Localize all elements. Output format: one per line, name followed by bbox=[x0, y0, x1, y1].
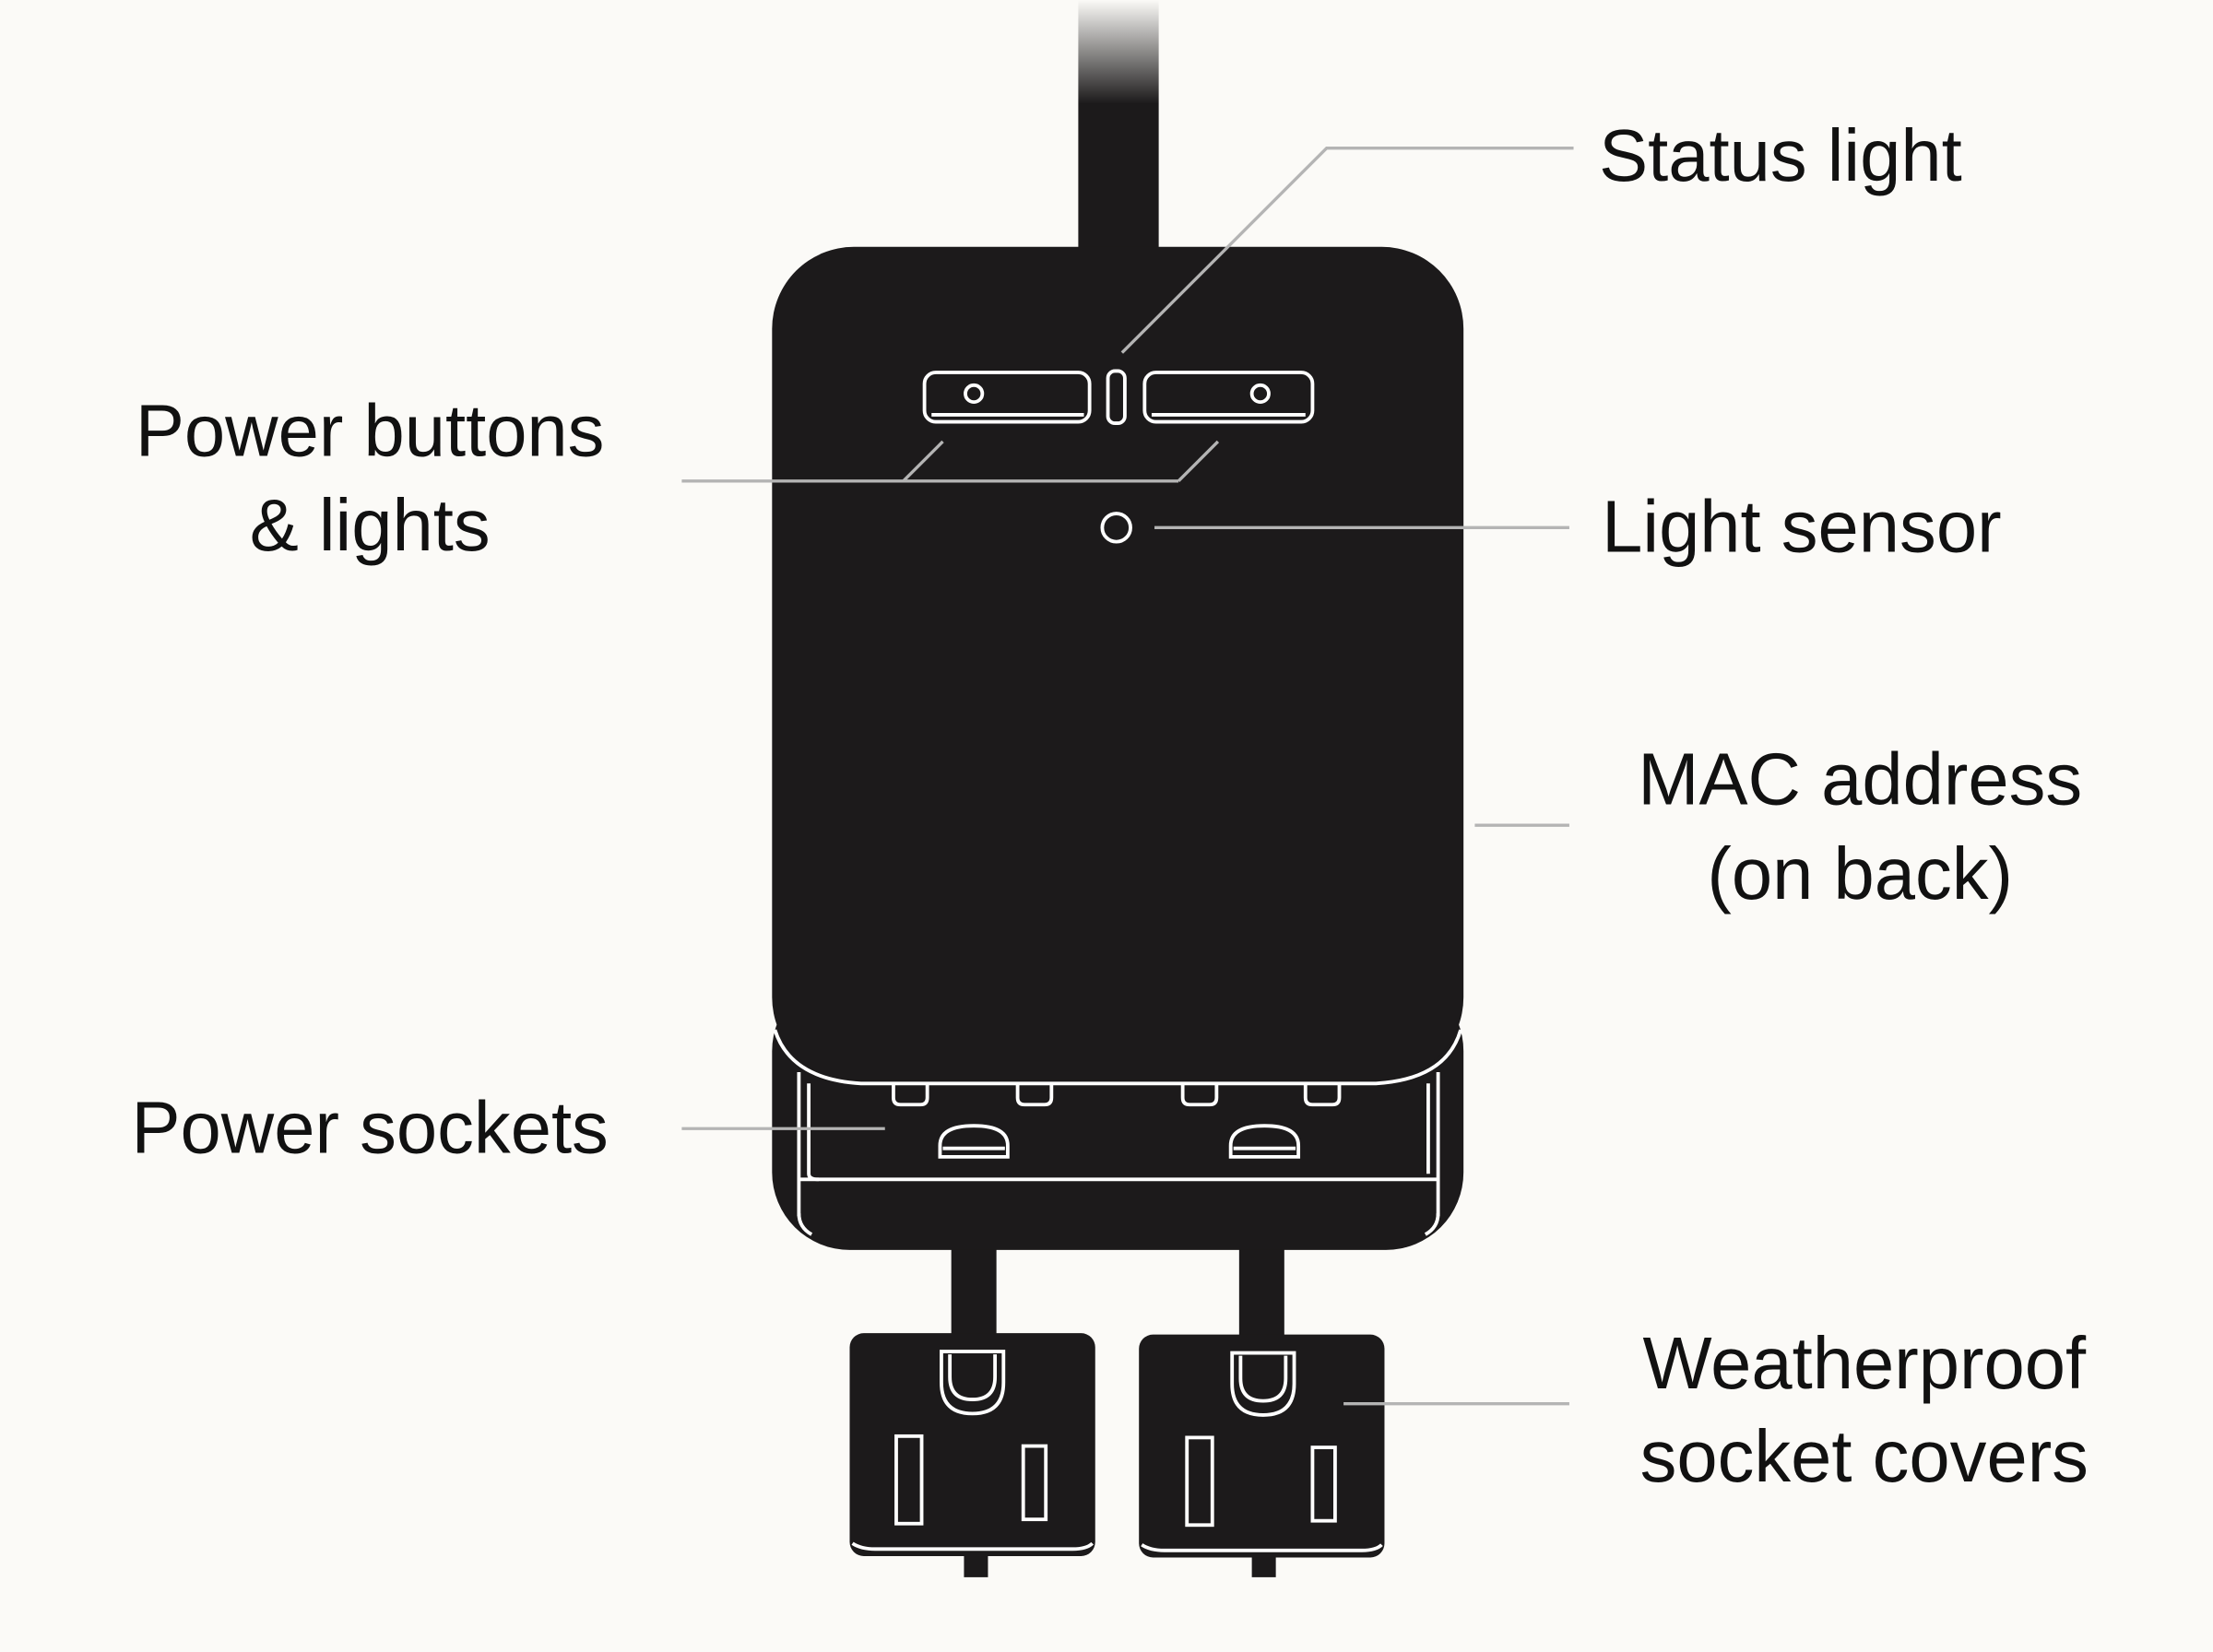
light-sensor-icon bbox=[1100, 512, 1132, 544]
label-socket-covers-line1: Weatherproof bbox=[1642, 1322, 2086, 1404]
device-body bbox=[772, 246, 1464, 1080]
label-socket-covers-line2: socket covers bbox=[1640, 1415, 2089, 1497]
leader-power-buttons bbox=[681, 440, 1220, 483]
power-button-right[interactable] bbox=[1142, 371, 1315, 424]
label-mac-address-line1: MAC address bbox=[1638, 738, 2082, 820]
leader-status-light bbox=[1120, 146, 1574, 354]
label-status-light: Status light bbox=[1599, 114, 1962, 196]
socket-cover-left bbox=[849, 1333, 1095, 1577]
power-button-left[interactable] bbox=[922, 371, 1092, 424]
label-light-sensor: Light sensor bbox=[1602, 485, 2001, 567]
label-mac-address-line2: (on back) bbox=[1707, 832, 2013, 914]
socket-cover-right bbox=[1139, 1334, 1385, 1577]
socket-slot-icons bbox=[892, 1083, 1342, 1159]
label-power-buttons-line1: Power buttons bbox=[136, 389, 605, 471]
label-power-sockets: Power sockets bbox=[131, 1086, 608, 1168]
status-light-icon bbox=[1106, 369, 1127, 426]
label-power-buttons-line2: & lights bbox=[250, 484, 491, 566]
